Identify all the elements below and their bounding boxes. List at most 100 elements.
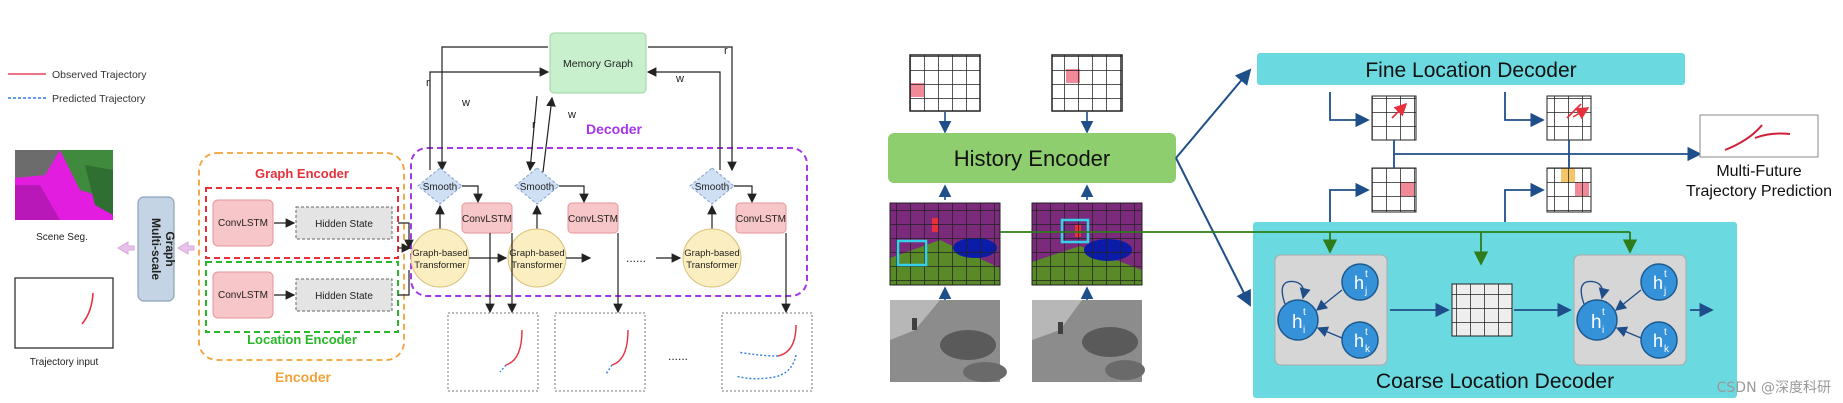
output-2-observed (611, 329, 629, 366)
history-encoder-box (888, 133, 1176, 183)
node-hk-1-t: t (1365, 327, 1368, 338)
node-hk-1-k: k (1365, 344, 1371, 355)
decoder-convlstm-label-3: ConvLSTM (736, 214, 786, 225)
transformer-node-2: Graph-based Transformer (507, 228, 567, 288)
input-arrow (117, 241, 135, 255)
graph-encoder-label: Graph Encoder (255, 166, 349, 181)
left-diagram: Observed Trajectory Predicted Trajectory… (8, 32, 813, 392)
w-label-3: w (675, 73, 684, 85)
node-hi-1: h t i (1277, 299, 1319, 341)
memory-connections (429, 46, 737, 173)
r-label-2: r (532, 119, 536, 131)
convlstm-graph (212, 199, 274, 247)
multiscale-label-1: Multi-scale (149, 218, 163, 280)
node-hi-2-t: t (1602, 307, 1605, 318)
fine-decoder-label: Fine Location Decoder (1365, 59, 1576, 82)
location-encoder-box (205, 261, 399, 333)
node-hi-1-i: i (1303, 325, 1305, 336)
r-label-1: r (426, 77, 430, 89)
coarse-decoder-label: Coarse Location Decoder (1376, 370, 1614, 393)
node-hj-1-j: j (1364, 286, 1367, 297)
convlstm-location (212, 271, 274, 319)
smooth-node-3: Smooth (689, 167, 735, 205)
node-hj-2: h t j (1640, 263, 1678, 301)
node-hi-2-i: i (1602, 325, 1604, 336)
node-hj-2-t: t (1664, 269, 1667, 280)
decoder-flow-arrows (398, 222, 791, 314)
memory-graph-box (549, 32, 647, 94)
transformer-node-1: Graph-based Transformer (410, 228, 470, 288)
smooth-arrows (435, 185, 757, 230)
hidden-state-graph-label: Hidden State (315, 219, 373, 230)
r-label-3: r (724, 45, 728, 57)
encoder-label: Encoder (275, 369, 332, 385)
node-hi-1-t: t (1303, 307, 1306, 318)
seg-scene-1 (889, 202, 1001, 286)
node-hi-2: h t i (1576, 299, 1618, 341)
watermark: CSDN @深度科研 (1716, 380, 1831, 396)
transformer-3-line1: Graph-based (684, 248, 739, 259)
legend-predicted: Predicted Trajectory (52, 93, 146, 105)
w-label-2: w (567, 109, 576, 121)
smooth-label-1: Smooth (423, 182, 457, 193)
legend: Observed Trajectory Predicted Trajectory (8, 69, 147, 105)
camera-photo-1 (890, 300, 1007, 382)
decoder-box (410, 147, 808, 297)
graph-encoder-box (205, 187, 399, 259)
decoder-convlstm-2: ConvLSTM (567, 202, 619, 234)
multiscale-graph-box (137, 196, 175, 302)
node-hk-2-t: t (1664, 327, 1667, 338)
decoder-convlstm-label-2: ConvLSTM (568, 214, 618, 225)
decoder-convlstm-label-1: ConvLSTM (462, 214, 512, 225)
multi-future-curves (1724, 124, 1791, 151)
transformer-node-3: Graph-based Transformer (682, 228, 742, 288)
smooth-node-1: Smooth (417, 167, 463, 205)
output-1-observed (505, 329, 523, 366)
node-hj-1: h t j (1341, 263, 1379, 301)
node-hk-1-h: h (1354, 331, 1364, 351)
output-ellipsis: ...... (668, 349, 688, 363)
fine-decoder-bar (1257, 53, 1685, 85)
scene-seg-image (15, 150, 113, 220)
graph-2-edges (1580, 280, 1642, 339)
smooth-node-2: Smooth (514, 167, 560, 205)
convlstm-graph-label: ConvLSTM (218, 218, 268, 229)
smooth-label-2: Smooth (520, 182, 554, 193)
output-1-predicted (499, 364, 507, 373)
output-2-predicted (605, 364, 613, 375)
output-plot-1 (447, 312, 539, 392)
fine-grid-3 (1371, 167, 1417, 213)
trajectory-input-label: Trajectory input (30, 357, 99, 368)
hidden-state-location-label: Hidden State (315, 291, 373, 302)
smooth-label-3: Smooth (695, 182, 729, 193)
legend-observed: Observed Trajectory (52, 69, 147, 81)
output-3-predicted (735, 351, 797, 380)
fine-decoder-arrows (1329, 92, 1702, 222)
history-encoder-label: History Encoder (954, 146, 1111, 171)
node-hk-1: h t k (1341, 321, 1379, 359)
decoder-convlstm-1: ConvLSTM (461, 202, 513, 234)
node-hi-2-h: h (1591, 312, 1602, 333)
decoder-ellipsis: ...... (626, 251, 646, 265)
graph-1-edges (1281, 280, 1343, 339)
node-hk-2-k: k (1664, 344, 1670, 355)
to-fine-arrow (1175, 68, 1252, 159)
scene-seg-label: Scene Seg. (36, 232, 88, 243)
history-grid-2 (1051, 54, 1123, 112)
multiscale-arrow (177, 241, 195, 255)
output-plot-2 (554, 312, 646, 392)
memory-graph-label: Memory Graph (563, 58, 633, 70)
location-encoder-label: Location Encoder (247, 332, 357, 347)
decoder-label: Decoder (586, 121, 643, 137)
node-hj-2-h: h (1653, 273, 1663, 293)
input-trajectory-curve (81, 292, 94, 325)
scene-feature-lines (1000, 231, 1638, 266)
history-grid-1 (909, 54, 981, 112)
node-hj-1-h: h (1354, 273, 1364, 293)
encoder-box (198, 152, 405, 361)
output-3-observed (777, 324, 797, 357)
node-hj-2-j: j (1663, 286, 1666, 297)
multi-future-label-1: Multi-Future (1716, 163, 1801, 180)
camera-photo-2 (1032, 300, 1145, 382)
decoder-convlstm-3: ConvLSTM (735, 202, 787, 234)
